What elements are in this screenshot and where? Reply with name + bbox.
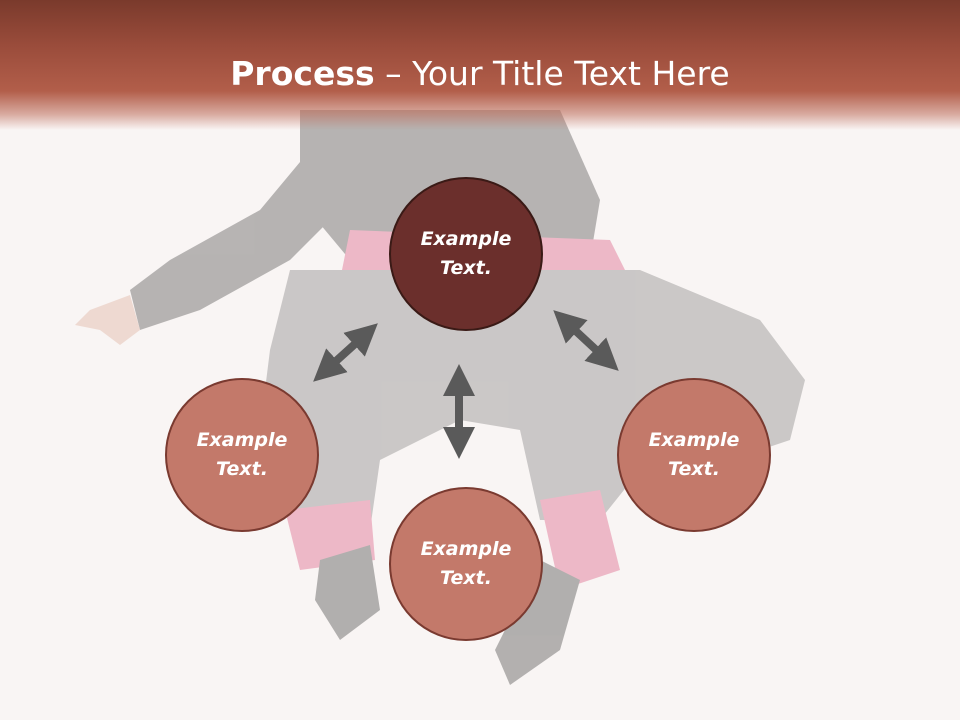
circle-left-line2: Text. — [216, 458, 268, 480]
circle-bottom-line2: Text. — [440, 567, 492, 589]
title-rest: – Your Title Text Here — [374, 54, 730, 93]
title-bold: Process — [230, 54, 375, 93]
circle-right-line2: Text. — [668, 458, 720, 480]
circle-top: Example Text. — [389, 177, 543, 331]
circle-top-line2: Text. — [440, 257, 492, 279]
slide-title: Process – Your Title Text Here — [0, 52, 960, 96]
circle-left: Example Text. — [165, 378, 319, 532]
circle-left-line1: Example — [196, 429, 288, 451]
title-banner — [0, 0, 960, 130]
circle-bottom: Example Text. — [389, 487, 543, 641]
circle-bottom-line1: Example — [420, 538, 512, 560]
circle-top-line1: Example — [420, 228, 512, 250]
circle-right-line1: Example — [648, 429, 740, 451]
circle-right: Example Text. — [617, 378, 771, 532]
